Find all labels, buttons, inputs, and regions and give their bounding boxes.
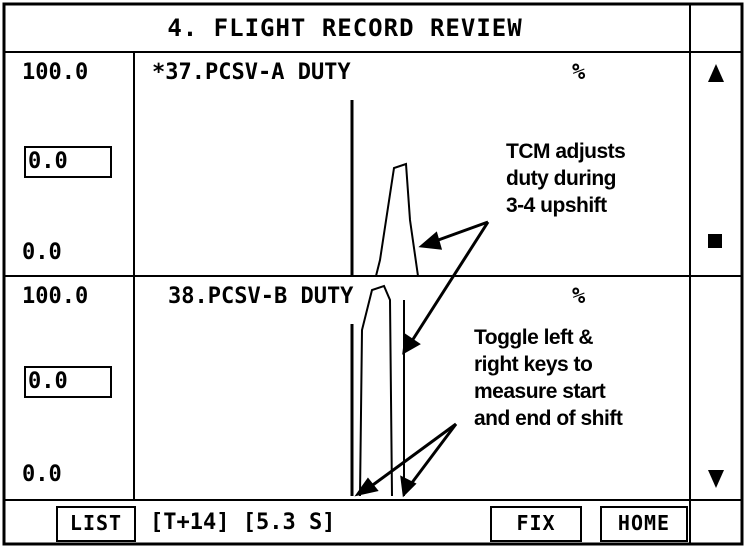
annotation-top-line: duty during	[506, 167, 616, 190]
arrow-bottom-2-head	[400, 475, 417, 498]
arrow-top-2-head	[402, 333, 421, 355]
list-button[interactable]: LIST	[56, 506, 136, 542]
graph1-max-label: 100.0	[22, 60, 89, 85]
arrow-top-2-line	[408, 221, 490, 345]
record-status: [T+14] [5.3 S]	[150, 510, 336, 535]
home-button[interactable]: HOME	[600, 506, 688, 542]
annotation-top-line: 3-4 upshift	[506, 194, 607, 217]
annotation-top: TCM adjusts duty during 3-4 upshift	[506, 138, 626, 219]
graph2-pid-name: 38.PCSV-B DUTY	[168, 284, 354, 309]
arrow-bottom-1-head	[354, 477, 379, 497]
graph1-unit: %	[572, 60, 586, 85]
graph1-current-value: 0.0	[24, 146, 112, 178]
arrow-top-1-line	[429, 220, 489, 245]
annotation-bottom-line: right keys to	[474, 353, 593, 376]
annotation-bottom-line: Toggle left &	[474, 326, 594, 349]
annotation-bottom-line: measure start	[474, 380, 606, 403]
graph2-current-value: 0.0	[24, 366, 112, 398]
graph1-trace	[375, 162, 419, 277]
scrollbar-glyphs	[708, 64, 724, 488]
graph2-max-label: 100.0	[22, 284, 89, 309]
scroll-down-icon	[708, 470, 724, 488]
scroll-up-icon	[708, 64, 724, 82]
page-title: 4. FLIGHT RECORD REVIEW	[167, 14, 523, 42]
scroll-thumb-icon	[708, 234, 722, 248]
graph2-min-label: 0.0	[22, 462, 62, 487]
annotation-top-line: TCM adjusts	[506, 140, 626, 163]
arrow-bottom-2-line	[406, 423, 458, 489]
graph2-unit: %	[572, 284, 586, 309]
fix-button[interactable]: FIX	[490, 506, 582, 542]
graph1-pid-name: *37.PCSV-A DUTY	[152, 60, 351, 85]
graph2-trace	[359, 284, 393, 497]
graph1-min-label: 0.0	[22, 240, 62, 265]
annotation-bottom: Toggle left & right keys to measure star…	[474, 324, 623, 432]
annotation-bottom-line: and end of shift	[474, 407, 623, 430]
arrow-bottom-1-line	[365, 422, 457, 492]
arrow-top-1-head	[418, 231, 443, 250]
scrollbar[interactable]	[690, 52, 742, 500]
